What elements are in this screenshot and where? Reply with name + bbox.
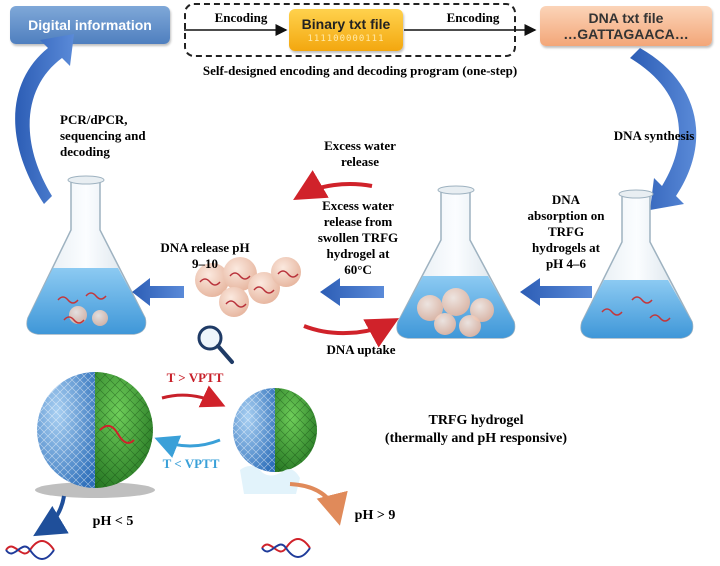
dna-helix-icon-left — [5, 540, 55, 560]
hydrogel-sphere-icon-small — [233, 388, 317, 494]
pcr-label: PCR/dPCR, sequencing and decoding — [60, 112, 146, 159]
ph-lt-5-label: pH < 5 — [92, 514, 134, 529]
arrow-ph-lt — [33, 495, 69, 537]
excess-water-center-label: Excess water release from swollen TRFG h… — [317, 198, 399, 277]
arrow-dna-release — [132, 278, 184, 306]
dna-file-box: DNA txt file …GATTAGAACA… — [540, 6, 712, 46]
flask-icon-center — [396, 185, 516, 339]
red-arc-top — [293, 170, 373, 201]
dna-synthesis-label: DNA synthesis — [613, 128, 695, 143]
curved-arrow-right — [630, 48, 697, 210]
binary-file-box: Binary txt file 111100000111 — [289, 9, 403, 51]
arrow-t-lt — [154, 435, 221, 458]
arrow-t-gt — [161, 385, 226, 408]
magnifier-icon — [197, 325, 234, 364]
excess-water-top-label: Excess water release — [324, 138, 396, 169]
digital-information-box: Digital information — [10, 6, 170, 44]
flask-icon-left — [26, 175, 147, 335]
hydrogel-beads — [195, 257, 301, 317]
hydrogel-sphere-icon-large — [35, 372, 155, 498]
curved-arrow-left — [15, 34, 74, 204]
dna-release-label: DNA release pH 9–10 — [160, 240, 250, 271]
dna-absorption-label: DNA absorption on TRFG hydrogels at pH 4… — [527, 192, 605, 271]
t-lt-vptt-label: T < VPTT — [162, 456, 220, 471]
dna-uptake-label: DNA uptake — [326, 342, 396, 357]
red-arc-bottom — [303, 318, 400, 348]
flask-icon-right — [580, 189, 694, 339]
ph-gt-9-label: pH > 9 — [354, 508, 396, 523]
program-caption: Self-designed encoding and decoding prog… — [202, 63, 518, 78]
arrow-absorption — [520, 278, 592, 306]
encoding-label-right: Encoding — [446, 10, 500, 25]
encoding-label-left: Encoding — [214, 10, 268, 25]
arrow-water-release — [320, 278, 384, 306]
dna-helix-icon-right — [261, 538, 311, 558]
t-gt-vptt-label: T > VPTT — [166, 370, 224, 385]
arrow-ph-gt — [289, 482, 348, 526]
trfg-hydrogel-label: TRFG hydrogel (thermally and pH responsi… — [384, 413, 568, 446]
